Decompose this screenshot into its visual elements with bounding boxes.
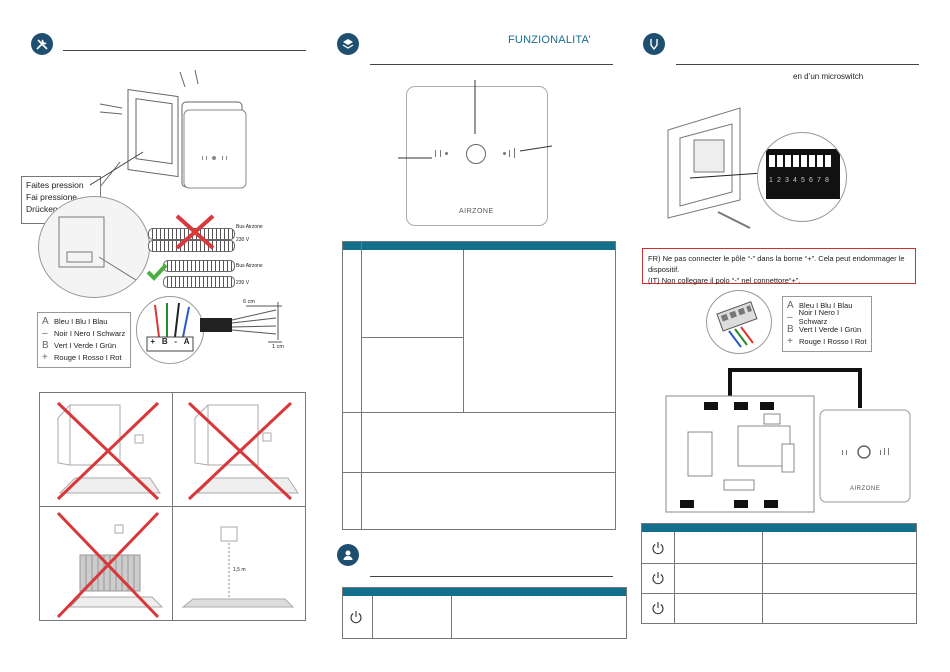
settings-table (641, 523, 917, 624)
terminal-label: - (174, 337, 178, 346)
dip-number: 7 (817, 177, 821, 184)
wiring-diagram (665, 368, 911, 513)
warning-fr: FR) Ne pas connecter le pôle “-” dans la… (648, 254, 905, 274)
cable-label: Bus Airzone (236, 263, 263, 269)
cable-label: Bus Airzone (236, 224, 263, 230)
power-icon (350, 611, 362, 624)
legend-text: Noir I Nero I Schwarz (798, 308, 840, 326)
press-line: Faites pression (26, 180, 84, 190)
legend-text: Bleu I Blu I Blau (799, 300, 853, 310)
thermostat-front: AIRZONE (406, 86, 548, 226)
correct-check-icon (146, 263, 168, 281)
user-table (342, 587, 627, 639)
legend-text: Vert I Verde I Grün (54, 340, 117, 350)
section-title: FUNZIONALITA’ (508, 34, 591, 46)
terminal-label: + (150, 337, 156, 346)
legend-letter: B (42, 339, 49, 351)
legend-text: Bleu I Blu I Blau (54, 316, 108, 326)
dip-number: 6 (809, 177, 813, 184)
cable-label: 230 V (236, 280, 250, 286)
legend-text: Noir I Nero I Schwarz (54, 328, 126, 338)
brand-logo: AIRZONE (850, 486, 881, 492)
placement-grid: 1,5 m (39, 392, 306, 621)
connector-detail-circle: + B - A (136, 296, 204, 364)
dim-label: 1 cm (272, 344, 284, 350)
power-icon (652, 602, 664, 615)
wire-color-legend: A Bleu I Blu I Blau –Noir I Nero I Schwar… (37, 312, 131, 368)
door-placement-cell (187, 401, 299, 501)
press-line: Fai pressione (26, 192, 78, 202)
radiator-placement-cell (56, 511, 164, 619)
warning-box: FR) Ne pas connecter le pôle “-” dans la… (642, 248, 916, 285)
power-icon (652, 572, 664, 585)
functions-table (342, 241, 616, 530)
dip-switch-detail: 1 2 3 4 5 6 7 8 (757, 132, 847, 222)
legend-letter: B (787, 323, 794, 335)
wrong-cross-icon (175, 214, 215, 250)
layers-icon (337, 33, 359, 55)
legend-letter: – (42, 327, 48, 339)
cable-label: 230 V (236, 237, 250, 243)
dip-number: 8 (825, 177, 829, 184)
height-label: 1,5 m (233, 567, 246, 573)
terminal-detail-circle (38, 196, 150, 298)
legend-letter: A (787, 299, 794, 311)
dim-label: 6 cm (243, 299, 255, 305)
section-rule (63, 50, 306, 51)
terminal-label: B (161, 337, 168, 346)
legend-letter: A (42, 315, 49, 327)
dip-number: 5 (801, 177, 805, 184)
connector-detail-circle (706, 290, 772, 354)
legend-letter: + (787, 335, 793, 347)
power-icon (652, 542, 664, 555)
dip-number: 2 (777, 177, 781, 184)
callout-lines (398, 80, 553, 159)
press-line: Drücken sie (26, 204, 71, 214)
dip-number: 3 (785, 177, 789, 184)
thermostat-drawing (183, 109, 247, 189)
tools-icon (31, 33, 53, 55)
device-back-drawing (667, 107, 779, 229)
callout-leader (89, 151, 144, 186)
legend-text: Rouge I Rosso I Rot (54, 352, 122, 362)
dip-number: 4 (793, 177, 797, 184)
warning-it: (IT) Non collegare il polo “-” nel conne… (648, 276, 801, 285)
legend-text: Vert I Verde I Grün (799, 324, 862, 334)
wire-color-legend: A Bleu I Blu I Blau –Noir I Nero I Schwar… (782, 296, 872, 352)
legend-letter: – (787, 311, 793, 323)
correct-height-cell (181, 526, 295, 608)
legend-letter: + (42, 351, 48, 363)
cable-strip-drawing (200, 302, 282, 343)
settings-tool-icon (643, 33, 665, 55)
cable-comparison: Bus Airzone 230 V Bus Airzone 230 V (146, 210, 290, 290)
legend-text: Rouge I Rosso I Rot (799, 336, 867, 346)
window-placement-cell (56, 401, 161, 501)
dip-number: 1 (769, 177, 773, 184)
section-rule (370, 64, 613, 65)
terminal-label: A (183, 337, 190, 346)
section-rule (676, 64, 919, 65)
user-icon (337, 544, 359, 566)
section-subtitle: en d’un microswitch (793, 72, 864, 81)
section-rule (370, 576, 613, 577)
brand-logo: AIRZONE (459, 208, 494, 215)
